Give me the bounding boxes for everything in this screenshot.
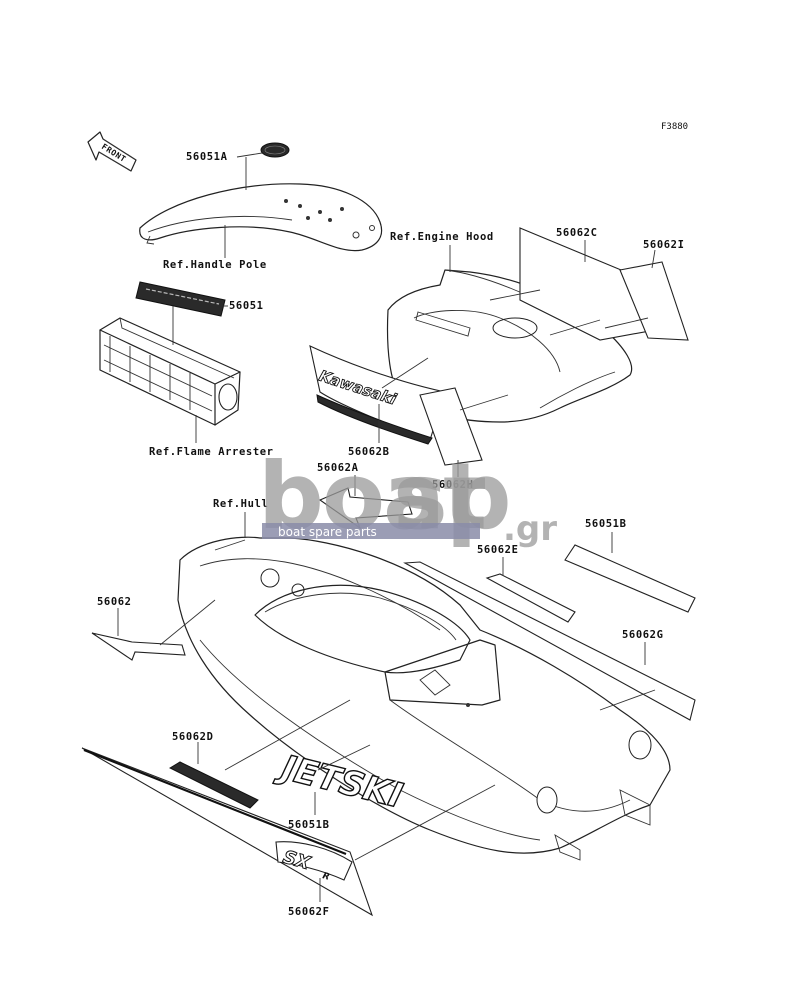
- front-direction-arrow: FRONT: [87, 131, 137, 172]
- label-56062: 56062: [97, 596, 132, 608]
- sx-decal-subtext: R: [321, 871, 330, 883]
- label-56051: 56051: [229, 300, 264, 312]
- label-56062E: 56062E: [477, 544, 519, 556]
- label-56062I: 56062I: [643, 239, 685, 251]
- decal-56051B-top: [564, 544, 696, 613]
- watermark-tagline: boat spare parts: [278, 525, 377, 539]
- handle-pole-part: [139, 183, 383, 252]
- decal-56062D: [168, 761, 259, 809]
- label-56062F: 56062F: [288, 906, 330, 918]
- label-ref-handle-pole: Ref.Handle Pole: [163, 259, 267, 271]
- label-56062H: 56062H: [432, 479, 474, 491]
- figure-code: F3880: [661, 122, 688, 132]
- label-56062C: 56062C: [556, 227, 598, 239]
- label-ref-hull: Ref.Hull: [213, 498, 268, 510]
- decal-56062H: [419, 387, 483, 466]
- jetski-decal-text: JETSKI: [272, 746, 406, 816]
- decal-56062F: SX R: [81, 747, 374, 917]
- decal-56051A: [260, 142, 290, 158]
- decal-56051B-jetski: JETSKI: [271, 746, 407, 817]
- label-56051B-top: 56051B: [585, 518, 627, 530]
- hull-part: [177, 536, 671, 861]
- label-56051B-bottom: 56051B: [288, 819, 330, 831]
- watermark-brand-suffix: .gr: [503, 509, 557, 549]
- label-56062B: 56062B: [348, 446, 390, 458]
- label-ref-engine-hood: Ref.Engine Hood: [390, 231, 494, 243]
- label-56051A: 56051A: [186, 151, 228, 163]
- label-56062A: 56062A: [317, 462, 359, 474]
- decal-56051: [135, 281, 226, 317]
- label-ref-flame-arrester: Ref.Flame Arrester: [149, 446, 274, 458]
- decal-56062E: [485, 573, 576, 623]
- boatsp-watermark: boat sp .gr boat spare parts: [258, 443, 557, 550]
- label-56062D: 56062D: [172, 731, 214, 743]
- label-56062G: 56062G: [622, 629, 664, 641]
- flame-arrester-part: [99, 317, 241, 426]
- decal-56062G: [403, 561, 696, 721]
- decal-56062I: [619, 261, 689, 341]
- decal-56062: [91, 632, 186, 661]
